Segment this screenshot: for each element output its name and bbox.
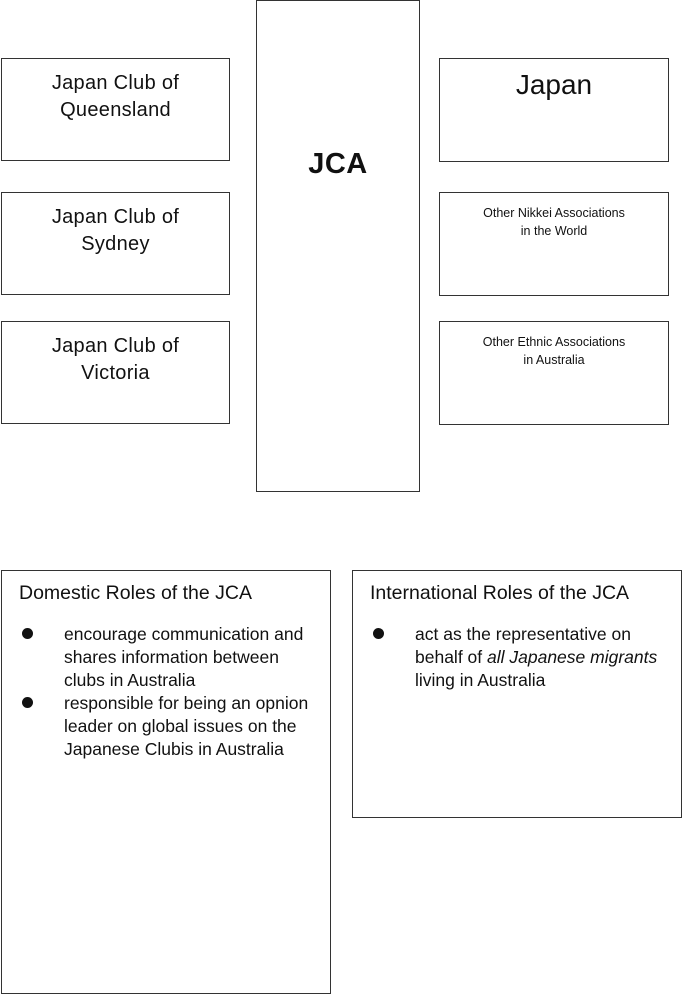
list-item-text: act as the representative on behalf of a…	[415, 624, 657, 690]
list-item-text: responsible for being an opnion leader o…	[64, 693, 309, 759]
node-japan-club-queensland: Japan Club of Queensland	[1, 58, 230, 161]
node-label-line2: Victoria	[81, 362, 150, 384]
node-label-line1: Japan Club of	[51, 206, 180, 228]
list-item-text-after: living in Australia	[415, 670, 546, 690]
domestic-roles-panel: Domestic Roles of the JCA encourage comm…	[1, 570, 331, 994]
international-roles-list: act as the representative on behalf of a…	[370, 623, 667, 692]
node-other-nikkei-associations: Other Nikkei Associations in the World	[439, 192, 669, 296]
node-label-line2: in Australia	[523, 353, 585, 367]
list-item-text-emphasis: all Japanese migrants	[487, 647, 658, 667]
list-item: encourage communication and shares infor…	[19, 623, 316, 692]
international-roles-panel: International Roles of the JCA act as th…	[352, 570, 682, 818]
bullet-icon	[22, 628, 33, 639]
domestic-roles-list: encourage communication and shares infor…	[19, 623, 316, 761]
bullet-icon	[373, 628, 384, 639]
node-label-line2: Sydney	[81, 233, 150, 255]
list-item-text: encourage communication and shares infor…	[64, 624, 304, 690]
international-roles-title: International Roles of the JCA	[370, 582, 630, 604]
node-japan: Japan	[439, 58, 669, 162]
node-label-line1: Other Ethnic Associations	[482, 335, 626, 349]
node-other-ethnic-associations: Other Ethnic Associations in Australia	[439, 321, 669, 425]
node-japan-club-victoria: Japan Club of Victoria	[1, 321, 230, 424]
list-item-text-before: act as the representative on behalf of	[415, 624, 631, 667]
list-item: act as the representative on behalf of a…	[370, 623, 667, 692]
bullet-icon	[22, 697, 33, 708]
node-label-line1: Other Nikkei Associations	[483, 206, 625, 220]
node-label-line1: Japan Club of	[51, 335, 180, 357]
node-label-line1: Japan Club of	[51, 72, 180, 94]
node-jca-label: JCA	[308, 148, 368, 180]
node-japan-club-sydney: Japan Club of Sydney	[1, 192, 230, 295]
node-jca: JCA	[256, 0, 420, 492]
domestic-roles-title: Domestic Roles of the JCA	[19, 582, 253, 604]
node-label-line2: Queensland	[60, 99, 171, 121]
node-japan-label: Japan	[515, 69, 593, 100]
list-item: responsible for being an opnion leader o…	[19, 692, 316, 761]
node-label-line2: in the World	[520, 224, 588, 238]
